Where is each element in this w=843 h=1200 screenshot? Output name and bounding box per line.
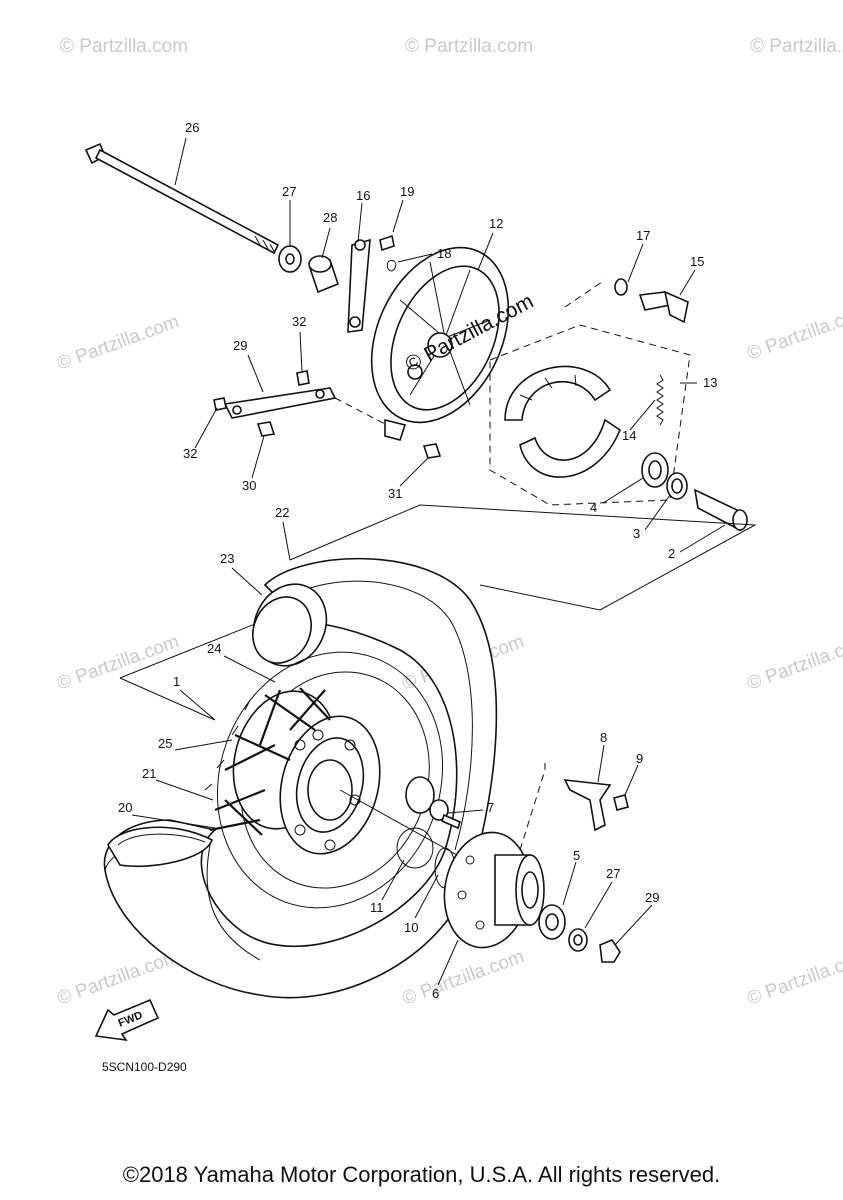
cam-lever-part [347,234,395,333]
callout-label: 29 [645,890,659,905]
callout-label: 26 [185,120,199,135]
callout-label: 6 [432,986,439,1001]
callout-label: 29 [233,338,247,353]
watermark: © Partzilla.com [55,631,182,695]
callout-label: 19 [400,184,414,199]
brake-shoe-kit-outline [489,324,691,506]
callout-label: 27 [606,866,620,881]
assembly-line [334,397,388,426]
callout-label: 9 [636,751,643,766]
bolt-part [429,799,461,830]
spring-part [656,374,664,426]
callout-label: 21 [142,766,156,781]
callout-label: 5 [573,848,580,863]
watermark: © Partzilla.com [55,311,182,375]
callout-label: 25 [158,736,172,751]
copyright-notice: ©2018 Yamaha Motor Corporation, U.S.A. A… [122,1162,721,1187]
callout-label: 10 [404,920,418,935]
callout-label: 16 [356,188,370,203]
callout-label: 14 [622,428,636,443]
clutch-hub-part [443,831,545,949]
callout-label: 27 [282,184,296,199]
callout-label: 20 [118,800,132,815]
assembly-line [519,760,546,851]
callout-label: 7 [487,800,494,815]
plate-part [563,779,629,832]
spoke-nipples-part [204,699,251,791]
collar-part [308,255,339,294]
diagram-code: 5SCN100-D290 [102,1060,187,1074]
callout-label: 1 [173,674,180,689]
callout-label: 4 [590,500,597,515]
oil-seal-part [386,259,397,272]
callout-label: 8 [600,730,607,745]
callout-label: 32 [183,446,197,461]
callout-label: 2 [668,546,675,561]
assembly-line [564,279,606,308]
valve-part [614,278,689,324]
callout-label: 13 [703,375,717,390]
fwd-arrow-icon: FWD [94,998,160,1042]
callout-label: 32 [292,314,306,329]
tire-callout-frame [289,504,757,611]
callout-label: 15 [690,254,704,269]
bearing-part [538,904,566,940]
callout-labels: 26 27 28 16 19 18 12 17 15 13 14 29 32 3… [118,120,717,1001]
washer-part [278,245,302,273]
callout-label: 18 [437,246,451,261]
washer-part [568,928,588,952]
callout-label: 28 [323,210,337,225]
watermark: © Partzilla.com [745,301,843,365]
leader-lines [131,137,726,986]
seal-part [666,472,688,500]
rim-band-part [252,583,328,667]
callout-label: 31 [388,486,402,501]
callout-label: 22 [275,505,289,520]
callout-label: 24 [207,641,221,656]
callout-label: 30 [242,478,256,493]
hub-part [216,651,444,909]
watermark: © Partzilla.com [745,631,843,695]
bearing-part [641,452,669,488]
nut-part [599,939,621,963]
watermark: © Partzilla.com [745,946,843,1010]
watermark: © Partzilla.com [750,36,843,57]
axle-part [84,142,280,255]
brake-shoe-part [504,365,621,478]
watermark: © Partzilla.com [55,946,182,1010]
watermark: © Partzilla.com [400,946,527,1010]
callout-label: 12 [489,216,503,231]
brake-shoe-plate-part [370,246,510,441]
callout-label: 17 [636,228,650,243]
watermark: © Partzilla.com [60,36,188,57]
callout-label: 23 [220,551,234,566]
spokes-part [209,687,331,836]
spacer-part [693,488,748,532]
watermark: © Partzilla.com [405,36,533,57]
callout-label: 3 [633,526,640,541]
tire-part [103,557,498,999]
callout-label: 11 [370,900,384,915]
